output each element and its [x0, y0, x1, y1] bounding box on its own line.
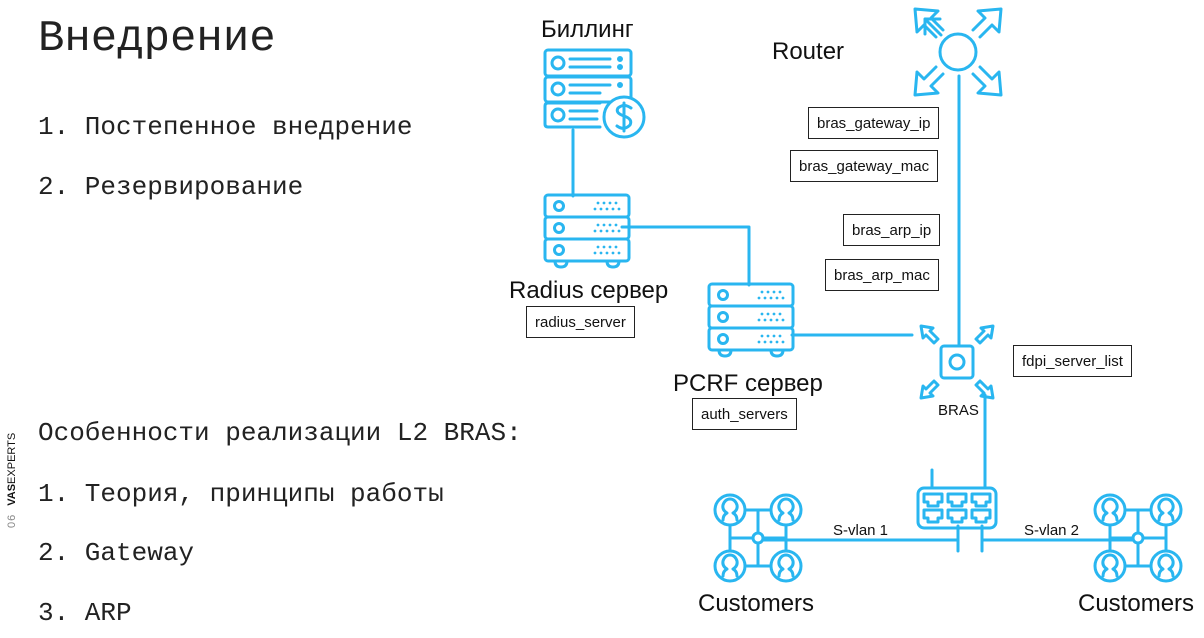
billing-label: Биллинг — [541, 16, 634, 43]
pcrf-server-leds — [757, 290, 785, 344]
radius-label: Radius сервер — [509, 277, 669, 304]
param-bras-arp-mac: bras_arp_mac — [825, 259, 939, 291]
customers-left-label: Customers — [698, 590, 815, 617]
param-bras-gateway-ip: bras_gateway_ip — [808, 107, 940, 139]
bras-label: BRAS — [938, 402, 979, 419]
list2-item-3: 3. ARP — [38, 598, 132, 628]
customers-right-icon — [1093, 493, 1183, 583]
connection-lines — [571, 74, 1137, 553]
list1-item-2: 2. Резервирование — [38, 172, 304, 202]
bras-icon — [919, 324, 995, 400]
router-label: Router — [772, 38, 845, 65]
param-radius-server: radius_server — [526, 306, 635, 338]
list2-item-1: 1. Теория, принципы работы — [38, 479, 444, 509]
radius-server-icon — [543, 193, 631, 269]
param-bras-gateway-mac: bras_gateway_mac — [790, 150, 939, 182]
section-heading: Особенности реализации L2 BRAS: — [38, 418, 522, 448]
svlan1-label: S-vlan 1 — [833, 522, 889, 539]
param-bras-arp-ip: bras_arp_ip — [843, 214, 941, 246]
pcrf-label: PCRF сервер — [673, 370, 823, 397]
list2-item-2: 2. Gateway — [38, 538, 195, 568]
switch-icon — [916, 486, 998, 530]
svlan2-label: S-vlan 2 — [1024, 522, 1080, 539]
link-radius-pcrf — [620, 225, 751, 287]
param-auth-servers: auth_servers — [692, 398, 797, 430]
radius-server-leds — [593, 201, 621, 255]
slide-title: Внедрение — [38, 14, 276, 64]
customers-left-icon — [713, 493, 803, 583]
list1-item-1: 1. Постепенное внедрение — [38, 112, 413, 142]
router-icon — [913, 7, 1003, 97]
pcrf-server-icon — [707, 282, 795, 358]
billing-server-icon — [543, 48, 646, 139]
customers-right-label: Customers — [1078, 590, 1195, 617]
param-fdpi-server-list: fdpi_server_list — [1013, 345, 1132, 377]
